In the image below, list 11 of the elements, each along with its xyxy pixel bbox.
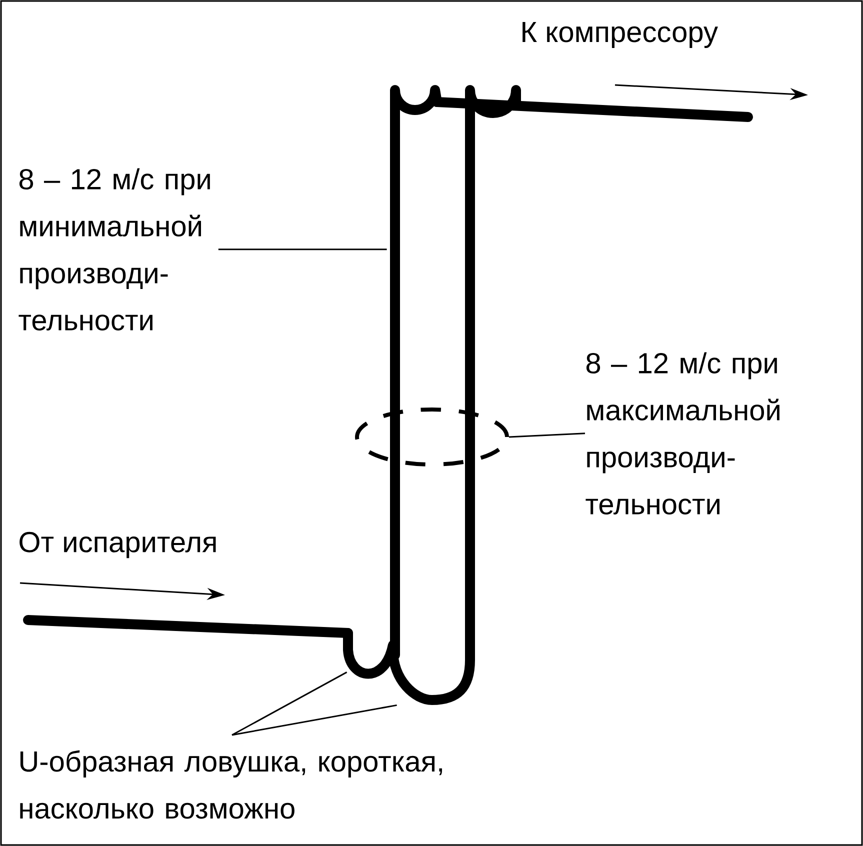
pipe-drawing xyxy=(343,85,521,705)
leader-line xyxy=(232,704,397,736)
leader-line xyxy=(508,432,586,438)
callout-text: 8 – 12 м/с при минимальной производи-тельности xyxy=(18,168,210,330)
flow-label: К компрессору xyxy=(522,22,718,48)
callout-text: 8 – 12 м/с при максимальной производи-тельности xyxy=(586,352,780,514)
flow-label: От испарителя xyxy=(20,532,216,558)
leader-line xyxy=(232,672,348,736)
dashed-ellipse xyxy=(355,408,509,466)
callout-text: U-образная ловушка, короткая, насколько возможно xyxy=(20,750,442,819)
leader-line xyxy=(218,248,387,250)
